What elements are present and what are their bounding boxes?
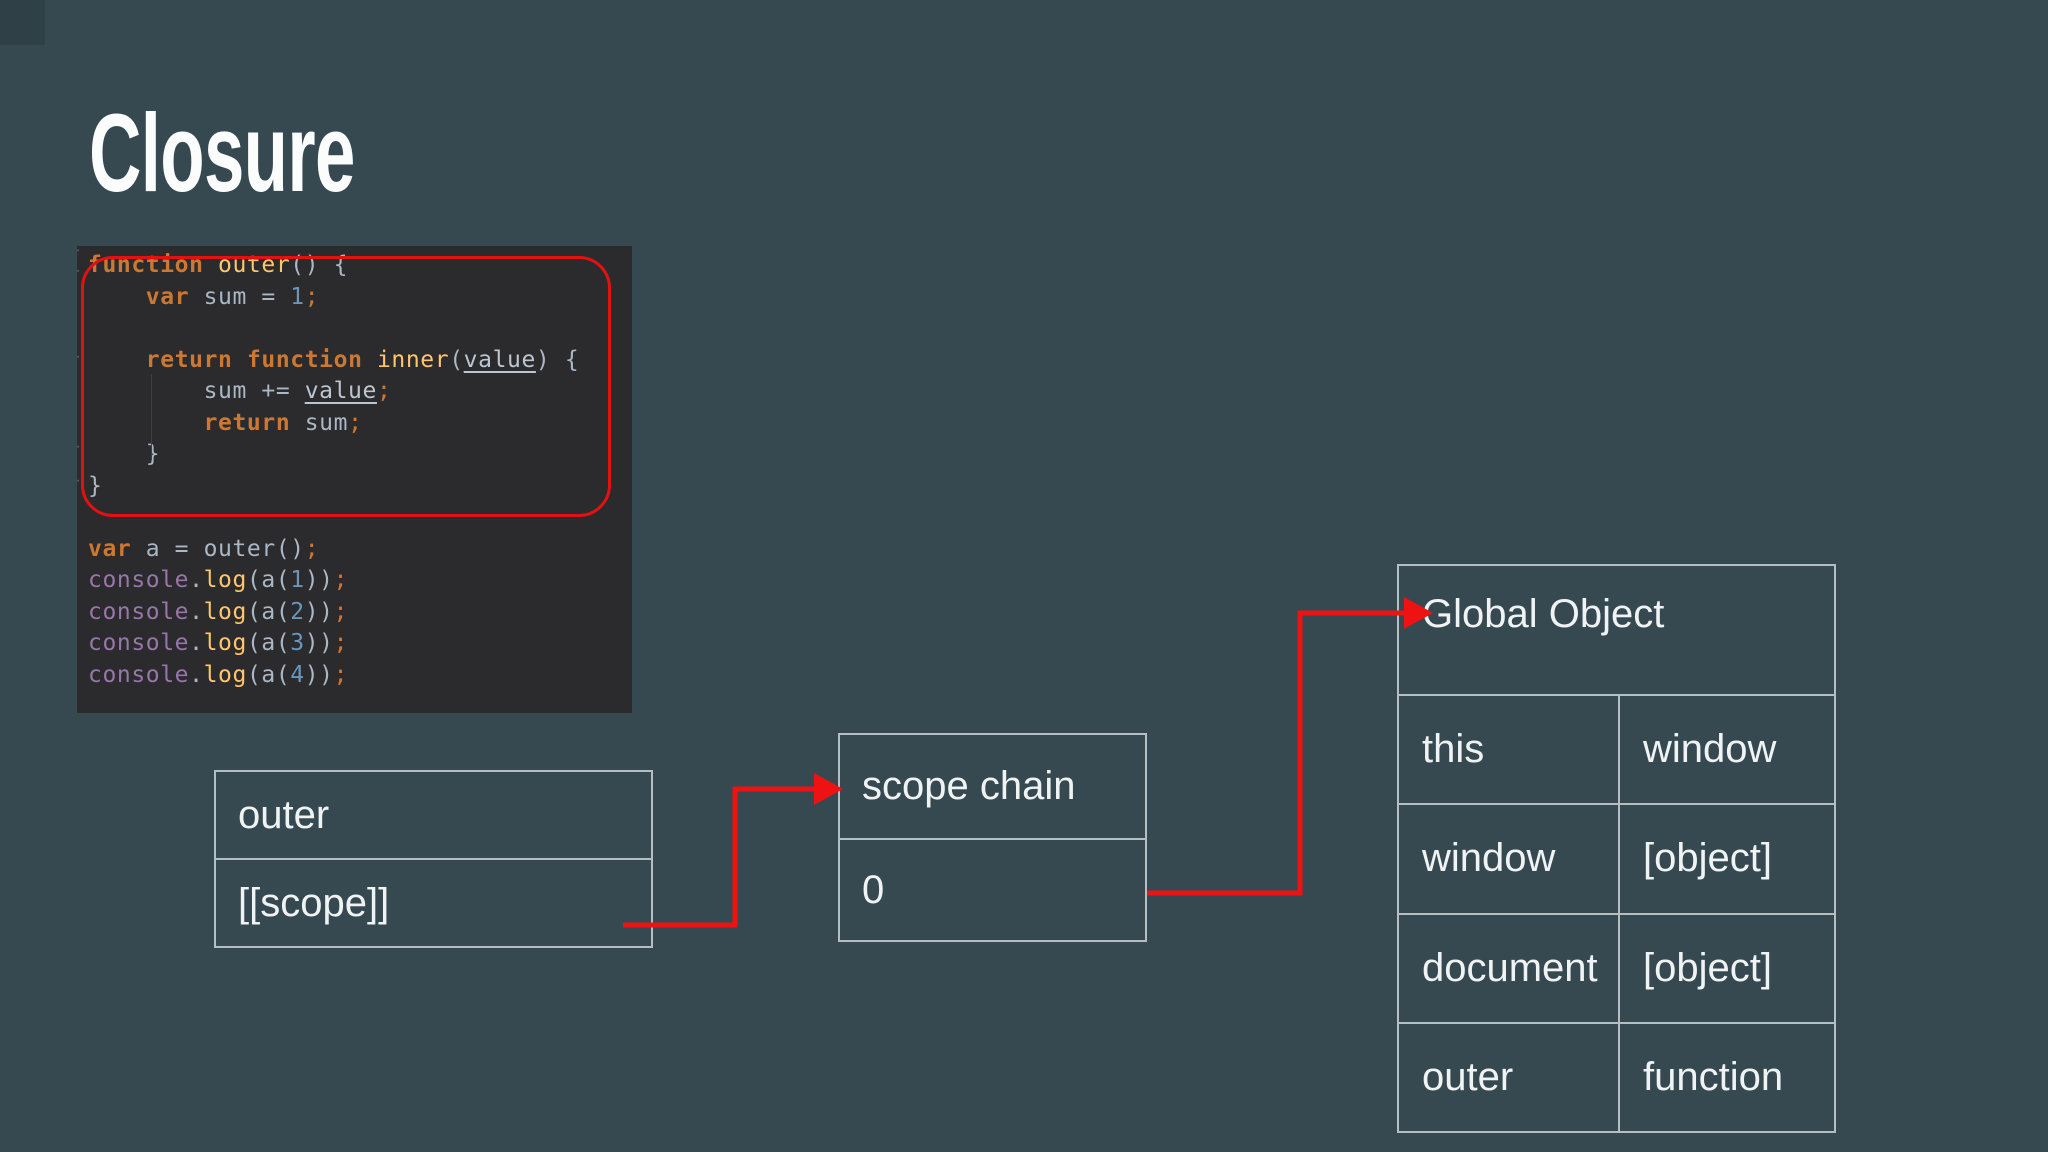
code-line: console.log(a(3)); (88, 630, 349, 656)
code-line: console.log(a(1)); (88, 567, 349, 593)
arrow-chain-to-global (1147, 610, 1407, 896)
table-row: document [object] (1399, 912, 1834, 1022)
code-line: var sum = 1; (145, 283, 320, 310)
table-row: this window (1399, 694, 1834, 804)
fold-marker-icon: { (77, 246, 81, 274)
code-line: } (88, 441, 161, 467)
outer-box-row-name: outer (238, 792, 330, 837)
table-cell-key: outer (1422, 1054, 1514, 1099)
table-cell-value: function (1618, 1023, 1834, 1131)
global-object-title: Global Object (1422, 592, 1665, 636)
table-cell-key: document (1422, 945, 1598, 990)
code-highlight-outline (81, 256, 611, 517)
table-cell-key: window (1422, 836, 1556, 881)
fold-marker-icon: } (77, 466, 81, 494)
table-cell-value: [object] (1618, 914, 1834, 1022)
code-line: console.log(a(2)); (88, 598, 349, 625)
table-cell-key: this (1422, 727, 1485, 772)
corner-shade (0, 0, 45, 45)
table-row: outer function (1399, 1021, 1834, 1131)
scope-chain-row-index: 0 (840, 838, 1145, 940)
code-line: return sum; (203, 409, 363, 436)
code-line: return function inner(value) { (145, 346, 580, 373)
scope-chain-row-title: scope chain (862, 764, 1076, 808)
outer-function-box: outer [[scope]] (214, 770, 653, 948)
fold-marker-icon: } (77, 342, 81, 370)
page-title: Closure (89, 92, 355, 215)
table-row: window [object] (1399, 803, 1834, 913)
table-cell-value: window (1618, 696, 1834, 804)
table-cell-value: [object] (1618, 805, 1834, 913)
code-editor-screenshot: {}}} function outer() { var sum = 1; ret… (77, 246, 632, 713)
code-line: console.log(a(4)); (88, 661, 349, 688)
scope-chain-box: scope chain 0 (838, 733, 1147, 942)
global-object-table: Global Object this window window [object… (1397, 564, 1836, 1133)
arrow-line (1147, 610, 1407, 896)
outer-box-row-scope: [[scope]] (216, 858, 651, 946)
code-line: var a = outer(); (88, 535, 320, 562)
indent-guide-line (151, 374, 152, 460)
fold-marker-icon: } (77, 432, 81, 460)
code-line: sum += value; (88, 378, 392, 404)
